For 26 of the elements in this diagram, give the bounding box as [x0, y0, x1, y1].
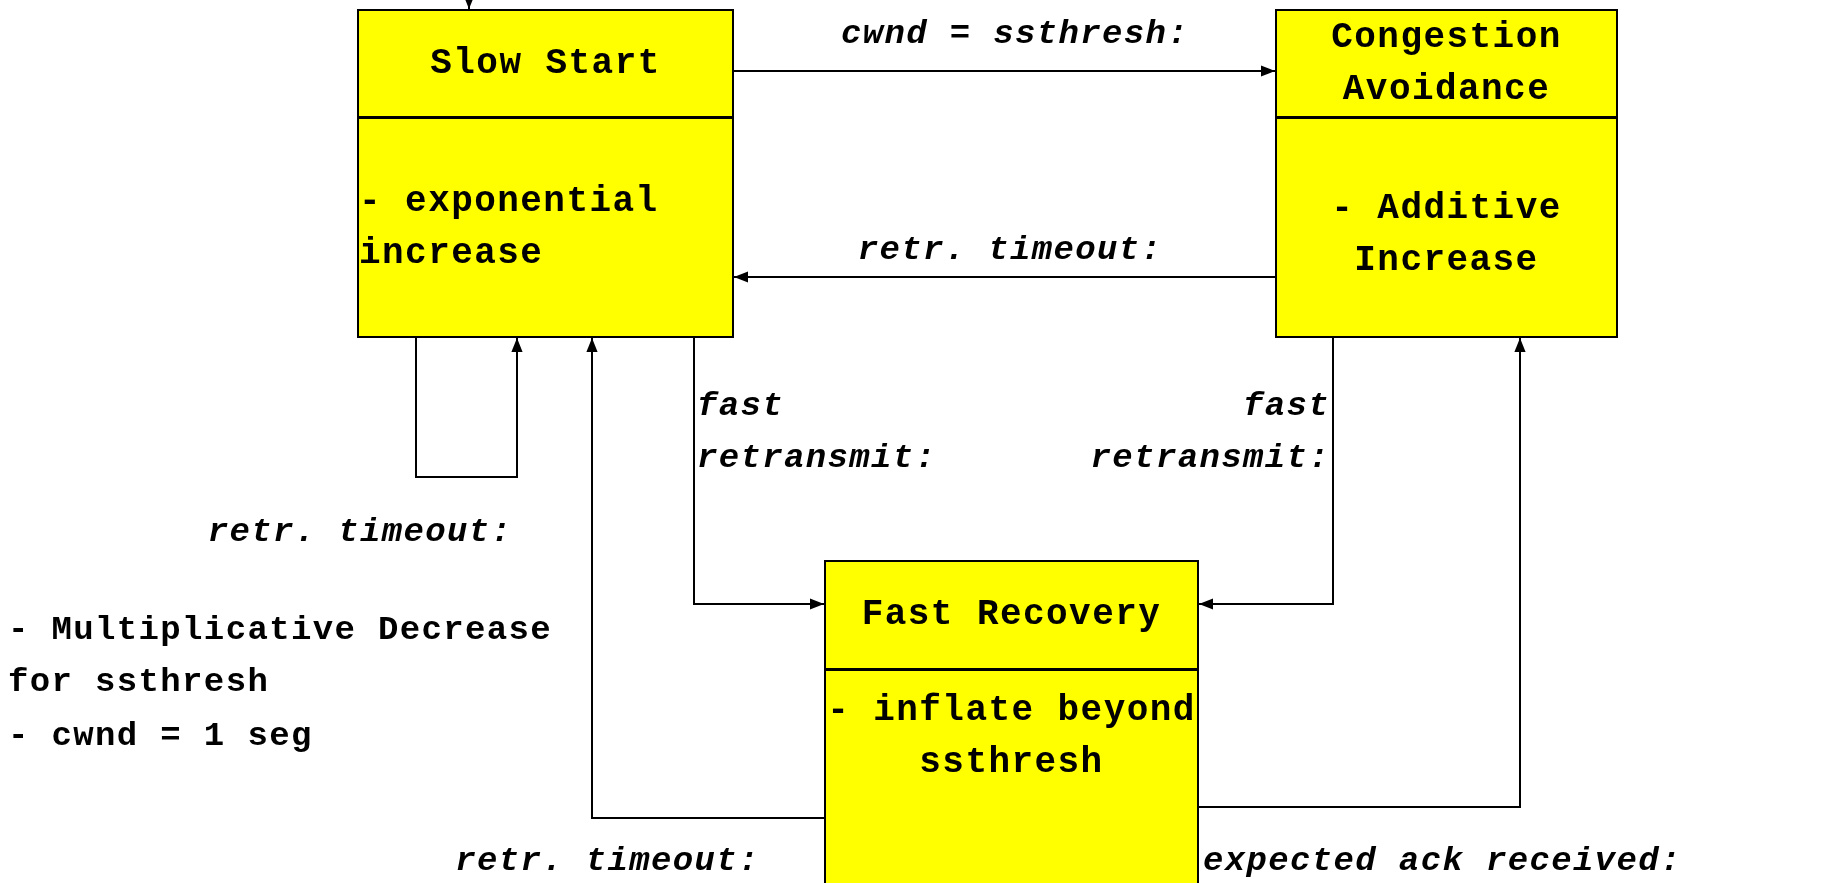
arrow [733, 65, 1276, 77]
edge-label: expected ack received: [1203, 841, 1683, 882]
edge-label: retr. timeout: [206, 512, 514, 553]
arrow [733, 271, 1276, 283]
edge-label: fast retransmit: [697, 386, 937, 479]
state-title: Fast Recovery [826, 562, 1197, 671]
edge-label: retr. timeout: [856, 230, 1164, 271]
arrow [463, 0, 475, 10]
arrow [415, 337, 523, 478]
arrow [1198, 337, 1526, 808]
arrow [1198, 337, 1334, 610]
edge-label: retr. timeout: [454, 841, 761, 882]
state-box [357, 9, 734, 338]
note-text: - Multiplicative Decrease for ssthresh [8, 610, 554, 703]
edge-label: cwnd = ssthresh: [839, 14, 1191, 55]
state-description: - Additive Increase [1330, 186, 1563, 283]
arrow [586, 337, 825, 819]
state-description: - exponential increase [359, 179, 660, 276]
edge-label: fast retransmit: [1089, 386, 1330, 479]
state-box [824, 560, 1199, 883]
state-description: - inflate beyond ssthresh [826, 689, 1197, 785]
state-title: Slow Start [359, 11, 732, 119]
state-box [1275, 9, 1618, 338]
state-title: Congestion Avoidance [1277, 11, 1616, 119]
note-text: - cwnd = 1 seg [8, 716, 314, 757]
arrow [693, 337, 825, 610]
